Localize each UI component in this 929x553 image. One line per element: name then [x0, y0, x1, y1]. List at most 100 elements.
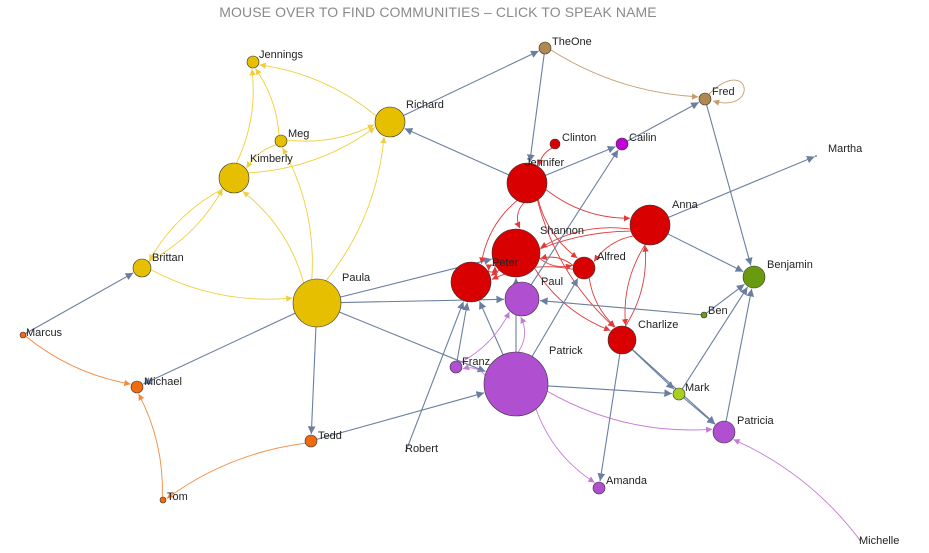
node-theone[interactable]	[538, 41, 552, 55]
node-label-martha: Martha	[828, 143, 863, 155]
node-label-clinton: Clinton	[562, 132, 596, 144]
nodes-layer	[19, 41, 861, 541]
edge-mark-patricia	[683, 397, 716, 425]
node-kimberly[interactable]	[218, 162, 250, 194]
node-paul[interactable]	[504, 281, 540, 317]
edge-jennifer-anna	[545, 189, 631, 222]
node-meg[interactable]	[274, 134, 288, 148]
node-jennifer[interactable]	[506, 162, 548, 204]
edge-paula-patrick	[339, 311, 486, 373]
edge-patricia-benjamin	[725, 288, 755, 422]
edge-jennifer-peter	[479, 200, 518, 264]
edge-patrick-peter	[478, 300, 504, 355]
node-label-theone: TheOne	[552, 36, 592, 48]
node-shannon[interactable]	[491, 228, 541, 278]
edge-shannon-peter	[485, 264, 497, 271]
edge-brittan-paula	[150, 269, 293, 302]
node-label-fred: Fred	[712, 86, 735, 98]
edge-meg-richard	[286, 124, 375, 142]
node-peter[interactable]	[450, 261, 492, 303]
node-fred[interactable]	[698, 92, 712, 106]
node-label-marcus: Marcus	[26, 327, 63, 339]
edge-patrick-patricia	[546, 390, 713, 433]
node-label-jennings: Jennings	[259, 49, 304, 61]
node-richard[interactable]	[374, 106, 406, 138]
edge-meg-kimberly	[246, 144, 277, 169]
edge-anna-shannon	[540, 227, 631, 249]
labels-layer: JenningsMegKimberlyRichardBrittanPaulaMa…	[26, 36, 899, 547]
node-label-ben: Ben	[708, 305, 728, 317]
node-label-richard: Richard	[406, 99, 444, 111]
node-label-amanda: Amanda	[606, 475, 648, 487]
edge-patrick-alfred	[531, 278, 579, 357]
node-patricia[interactable]	[712, 420, 736, 444]
edge-patrick-paul	[517, 316, 527, 353]
node-label-paul: Paul	[541, 276, 563, 288]
edge-cailin-fred	[627, 101, 700, 142]
node-mark[interactable]	[672, 387, 686, 401]
node-label-meg: Meg	[288, 128, 309, 140]
edge-paula-richard	[325, 136, 387, 282]
edge-robert-peter	[405, 301, 465, 451]
edge-kimberly-brittan	[148, 188, 224, 262]
node-benjamin[interactable]	[742, 265, 766, 289]
node-michael[interactable]	[130, 380, 144, 394]
edge-theone-jennifer	[526, 53, 545, 163]
node-label-michelle: Michelle	[859, 535, 899, 547]
edge-mark-benjamin	[681, 286, 748, 390]
node-martha[interactable]	[815, 155, 817, 157]
edge-richard-theone	[403, 50, 539, 117]
edge-jennifer-richard	[404, 128, 509, 176]
edge-jennifer-cailin	[545, 146, 616, 176]
edge-alfred-shannon	[540, 253, 574, 266]
node-michelle[interactable]	[859, 539, 861, 541]
node-jennings[interactable]	[246, 55, 260, 69]
node-label-franz: Franz	[462, 356, 490, 368]
edge-clinton-jennifer	[537, 147, 553, 167]
edge-charlize-patricia	[632, 348, 716, 425]
node-franz[interactable]	[449, 360, 463, 374]
node-label-cailin: Cailin	[629, 132, 657, 144]
node-tom[interactable]	[159, 496, 167, 504]
node-label-tedd: Tedd	[318, 430, 342, 442]
node-clinton[interactable]	[549, 138, 561, 150]
node-marcus[interactable]	[19, 331, 27, 339]
edge-fred-benjamin	[706, 104, 753, 266]
edge-paula-michael	[143, 312, 296, 385]
edge-theone-fred	[550, 49, 699, 100]
node-label-charlize: Charlize	[638, 319, 678, 331]
node-label-jennifer: Jennifer	[525, 157, 564, 169]
edge-kimberly-richard	[248, 127, 376, 174]
edge-jennifer-shannon	[514, 202, 525, 229]
edge-charlize-amanda	[597, 353, 621, 482]
node-ben[interactable]	[700, 311, 708, 319]
edge-ben-paul	[539, 297, 702, 316]
node-cailin[interactable]	[615, 137, 629, 151]
edge-patrick-mark	[547, 385, 673, 397]
edge-patrick-franz	[462, 364, 486, 376]
node-charlize[interactable]	[607, 325, 637, 355]
node-paula[interactable]	[292, 278, 342, 328]
node-robert[interactable]	[405, 450, 407, 452]
node-tedd[interactable]	[304, 434, 318, 448]
edge-jennifer-alfred	[537, 199, 578, 259]
edge-patrick-amanda	[535, 408, 595, 483]
edge-alfred-charlize	[588, 277, 616, 328]
edge-paul-cailin	[530, 149, 619, 286]
node-alfred[interactable]	[572, 256, 596, 280]
edge-shannon-charlize	[534, 267, 611, 332]
node-label-michael: Michael	[144, 376, 182, 388]
node-label-paula: Paula	[342, 272, 371, 284]
edge-kimberly-jennings	[236, 68, 256, 164]
edge-paula-meg	[282, 147, 313, 280]
edge-brittan-kimberly	[148, 188, 223, 263]
node-patrick[interactable]	[483, 351, 549, 417]
edge-tedd-tom	[166, 442, 306, 499]
node-amanda[interactable]	[592, 481, 606, 495]
edge-franz-peter	[456, 302, 470, 362]
node-brittan[interactable]	[132, 258, 152, 278]
edge-anna-alfred	[593, 235, 634, 262]
node-anna[interactable]	[629, 204, 671, 246]
node-label-alfred: Alfred	[597, 251, 626, 263]
